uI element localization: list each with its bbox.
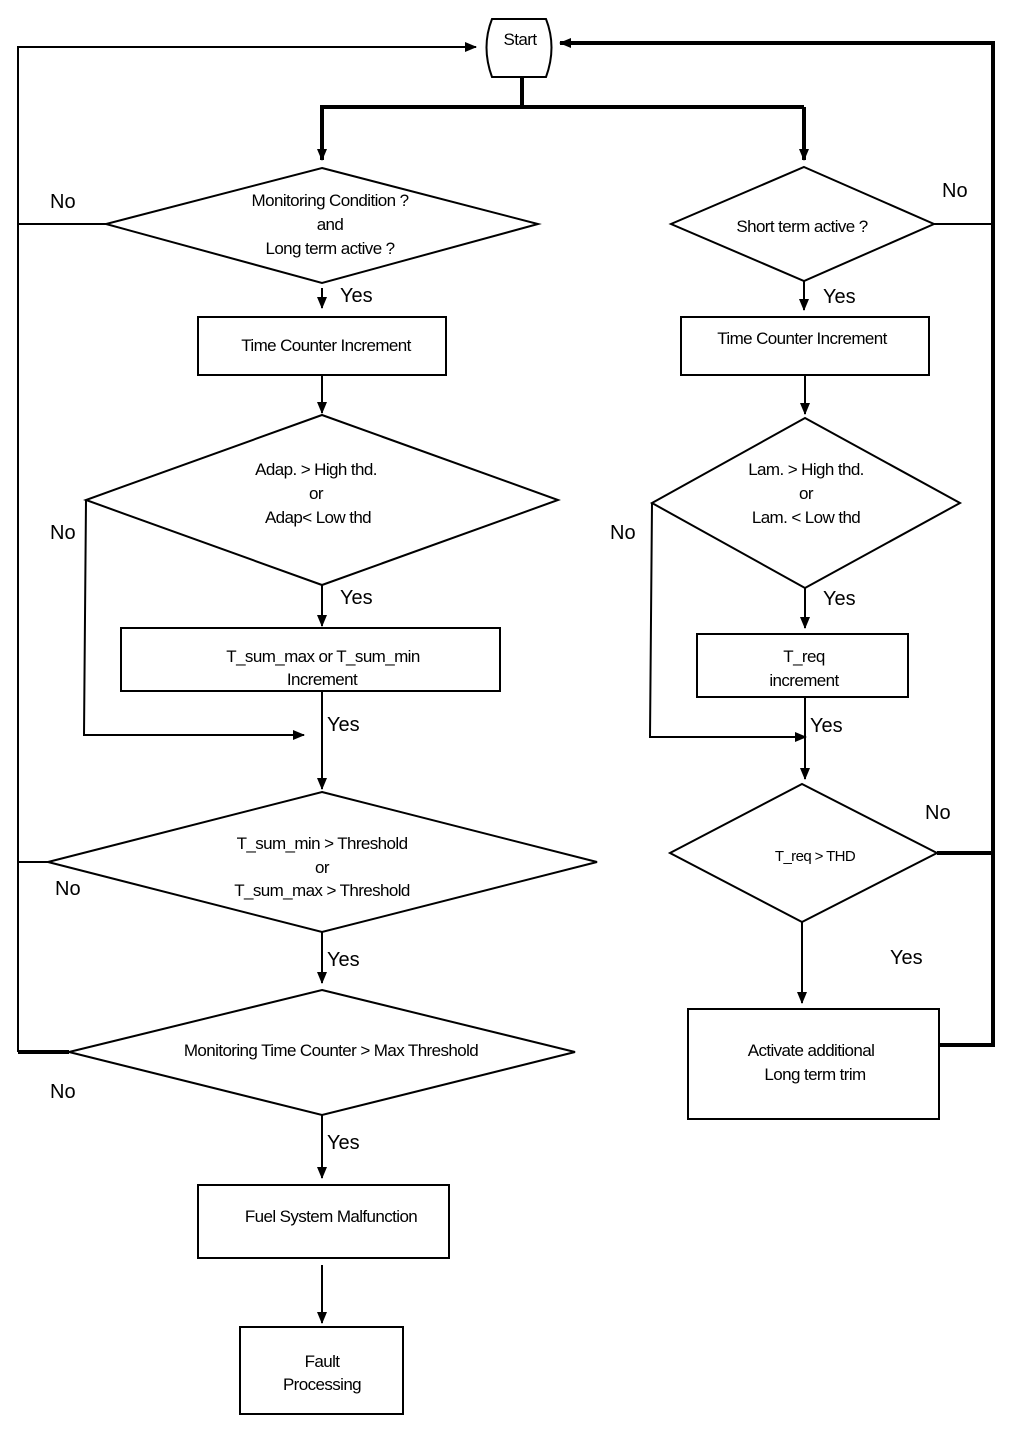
decision-line-2: and <box>317 215 344 234</box>
right-process-activate-trim: Activate additional Long term trim <box>687 1008 940 1120</box>
decision-line-3: Lam. < Low thd <box>752 508 860 527</box>
no-label: No <box>50 191 76 213</box>
left-process-tsum-increment: T_sum_max or T_sum_min Increment <box>120 627 501 692</box>
decision-label: Short term active ? <box>736 217 867 236</box>
process-line-1: Fault <box>305 1352 341 1371</box>
process-line-1: Activate additional <box>748 1041 875 1060</box>
yes-label: Yes <box>810 715 843 737</box>
left-process-fuel-malfunction: Fuel System Malfunction <box>197 1184 450 1259</box>
process-label: Time Counter Increment <box>717 329 887 348</box>
decision-line-3: Long term active ? <box>265 239 394 258</box>
decision-line-1: Monitoring Condition ? <box>252 191 409 210</box>
process-label: Fuel System Malfunction <box>245 1207 417 1226</box>
decision-label: Monitoring Time Counter > Max Threshold <box>184 1041 478 1060</box>
left-return-loop <box>17 42 477 1054</box>
yes-label: Yes <box>823 286 856 308</box>
yes-label: Yes <box>340 285 373 307</box>
decision-label: T_req > THD <box>775 848 856 865</box>
left-no-bypass-connector <box>82 499 305 740</box>
yes-label: Yes <box>890 947 923 969</box>
no-label: No <box>50 522 76 544</box>
start-split-connector <box>317 77 809 161</box>
yes-label: Yes <box>340 587 373 609</box>
right-decision-lam-threshold: Lam. > High thd. or Lam. < Low thd <box>649 416 963 590</box>
left-process-fault-processing: Fault Processing <box>239 1326 404 1415</box>
decision-line-2: or <box>799 484 814 503</box>
yes-label: Yes <box>327 949 360 971</box>
no-label: No <box>610 522 636 544</box>
right-process-treq-increment: T_req increment <box>696 633 909 698</box>
right-no-bypass-connector <box>648 502 807 742</box>
process-line-2: Processing <box>283 1375 361 1394</box>
right-return-loop <box>559 38 995 1047</box>
process-label: Time Counter Increment <box>241 336 411 355</box>
start-label: Start <box>504 30 538 49</box>
process-line-1: T_req <box>783 647 825 666</box>
yes-label: Yes <box>327 714 360 736</box>
no-label: No <box>55 878 81 900</box>
no-label: No <box>50 1081 76 1103</box>
decision-line-3: Adap< Low thd <box>265 508 371 527</box>
left-decision-monitoring: Monitoring Condition ? and Long term act… <box>102 166 542 285</box>
process-line-1: T_sum_max or T_sum_min <box>226 647 420 666</box>
right-process-time-counter: Time Counter Increment <box>680 316 930 376</box>
right-decision-short-term: Short term active ? <box>668 165 937 283</box>
left-decision-max-threshold: Monitoring Time Counter > Max Threshold <box>68 988 576 1117</box>
start-node: Start <box>485 18 553 78</box>
left-decision-tsum-threshold: T_sum_min > Threshold or T_sum_max > Thr… <box>47 790 598 934</box>
left-decision-adap-threshold: Adap. > High thd. or Adap< Low thd <box>83 413 561 587</box>
decision-line-1: Lam. > High thd. <box>748 460 864 479</box>
decision-line-2: or <box>315 858 330 877</box>
decision-line-1: Adap. > High thd. <box>255 460 377 479</box>
decision-line-2: or <box>309 484 324 503</box>
yes-label: Yes <box>823 588 856 610</box>
right-decision-treq-thd: T_req > THD <box>667 782 940 924</box>
process-line-2: increment <box>769 671 839 690</box>
process-line-2: Increment <box>287 670 358 689</box>
yes-label: Yes <box>327 1132 360 1154</box>
process-line-2: Long term trim <box>764 1065 866 1084</box>
left-process-time-counter: Time Counter Increment <box>197 316 447 376</box>
decision-line-1: T_sum_min > Threshold <box>237 834 408 853</box>
no-label: No <box>925 802 951 824</box>
decision-line-3: T_sum_max > Threshold <box>234 881 410 900</box>
no-label: No <box>942 180 968 202</box>
